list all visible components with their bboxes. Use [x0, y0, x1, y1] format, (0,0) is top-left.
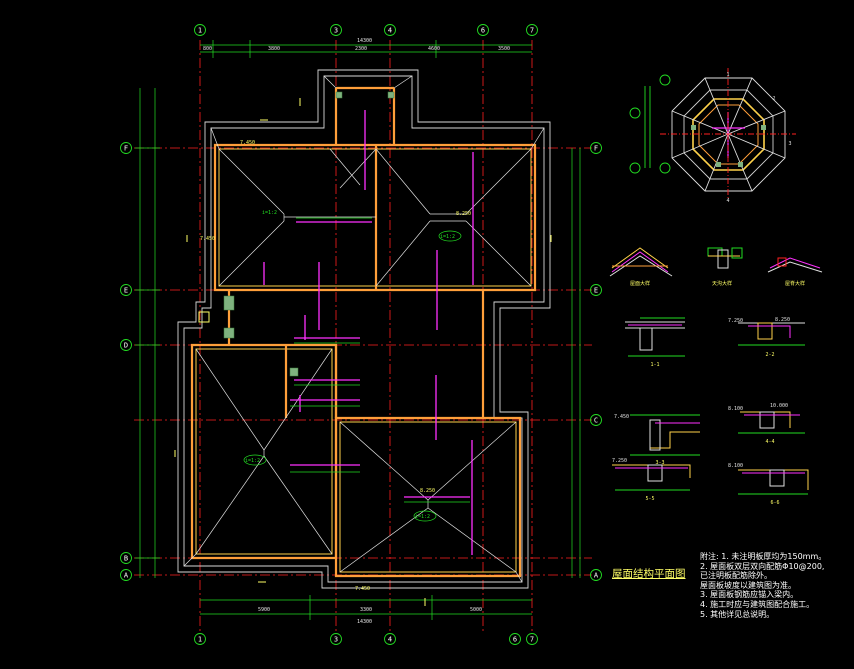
axis-label-left-d: D	[124, 342, 128, 350]
slope-mark-1: i=1:2	[440, 234, 455, 240]
section-label-3-3: 3-3	[655, 460, 664, 466]
dim-top-2: 3800	[268, 46, 280, 52]
dim-top-1: 800	[203, 46, 212, 52]
notes-block: 附注: 1. 未注明板厚均为150mm。 2. 屋面板双层双向配筋Φ10@200…	[700, 552, 854, 619]
note-line-7: 5. 其他详见总说明。	[700, 609, 775, 619]
note-line-2: 2. 屋面板双层双向配筋Φ10@200,	[700, 561, 825, 571]
plan-annotations: 7.450 7.450 8.250 8.250 7.450 i=1:2 i=1:…	[200, 140, 471, 592]
note-line-3: 已注明板配筋除外。	[700, 571, 772, 581]
axis-label-bottom-3: 3	[334, 636, 338, 644]
detail-label-3: 屋脊大样	[785, 280, 805, 287]
axis-label-left-e: E	[124, 287, 128, 295]
axis-label-top-6: 6	[481, 27, 485, 35]
axis-label-top-7: 7	[530, 27, 534, 35]
axis-label-bottom-7: 7	[530, 636, 534, 644]
axis-label-right-e: E	[594, 287, 598, 295]
dim-bottom-total: 14300	[357, 619, 372, 625]
detail-row-3	[612, 411, 809, 495]
section-elev-6: 8.100	[728, 463, 743, 469]
axis-label-right-f: F	[594, 145, 598, 153]
slope-mark-3: i=1:2	[415, 514, 430, 520]
axis-bubbles	[120, 24, 602, 645]
dimension-lines	[135, 40, 581, 620]
detail-row-1-labels: 屋面大样 天沟大样 屋脊大样	[630, 280, 805, 287]
section-elev-3: 7.450	[614, 414, 629, 420]
axis-label-top-1: 1	[198, 27, 202, 35]
slope-ellipses	[243, 230, 462, 522]
note-line-6: 4. 施工时应与建筑图配合施工。	[700, 599, 815, 609]
section-elev-7: 10.000	[770, 403, 788, 409]
octagon-detail	[629, 68, 796, 200]
slope-mark-2: i=1:2	[245, 458, 260, 464]
axis-label-bottom-4: 4	[388, 636, 392, 644]
axis-label-left-f: F	[124, 145, 128, 153]
hip-lines	[183, 75, 545, 583]
elev-label-5: 7.450	[355, 586, 370, 592]
detail-label-1: 屋面大样	[630, 280, 650, 287]
section-elev-5: 7.250	[612, 458, 627, 464]
section-label-5-5: 5-5	[645, 496, 654, 502]
section-elev-2: 8.250	[775, 317, 790, 323]
section-label-6-6: 6-6	[770, 500, 779, 506]
section-label-2-2: 2-2	[765, 352, 774, 358]
note-line-5: 3. 屋面板钢筋应锚入梁内。	[700, 590, 799, 600]
axis-label-left-b: B	[124, 555, 128, 563]
section-label-1-1: 1-1	[650, 362, 659, 368]
dim-bottom-3: 5000	[470, 607, 482, 613]
axis-label-right-c: C	[594, 417, 598, 425]
section-elev-1: 7.250	[728, 318, 743, 324]
detail-label-2: 天沟大样	[712, 280, 732, 287]
section-elevations: 7.250 8.250 7.450 8.100 7.250 8.100 10.0…	[612, 317, 790, 469]
octagon-axis-labels: 1 2 3 4	[726, 72, 791, 204]
elev-label-1: 7.450	[240, 140, 255, 146]
drawing-title: 屋面结构平面图	[612, 568, 686, 580]
columns	[223, 91, 395, 377]
detail-row-1	[609, 247, 823, 277]
octagon-axis-1: 1	[726, 72, 729, 78]
dim-top-total: 14300	[357, 38, 372, 44]
section-labels: 1-1 2-2 3-3 4-4 5-5 6-6	[645, 352, 779, 506]
dim-bottom-1: 5900	[258, 607, 270, 613]
note-line-1: 附注: 1. 未注明板厚均为150mm。	[700, 552, 827, 561]
dim-top-4: 4600	[428, 46, 440, 52]
axis-grid	[134, 40, 592, 632]
elev-label-2: 7.450	[200, 236, 215, 242]
dimension-texts: 800 3800 2300 4600 3500 14300 5900 3300 …	[203, 38, 510, 625]
axis-label-bottom-6: 6	[513, 636, 517, 644]
octagon-axis-2: 2	[772, 96, 775, 102]
note-line-4: 屋面板坡度以建筑图为准。	[700, 580, 796, 590]
axis-label-right-a: A	[594, 572, 599, 580]
axis-label-bottom-1: 1	[198, 636, 202, 644]
rebar-dims	[290, 217, 470, 503]
axis-label-top-3: 3	[334, 27, 338, 35]
section-elev-4: 8.100	[728, 406, 743, 412]
dim-top-3: 2300	[355, 46, 367, 52]
slope-mark-4: i=1:2	[262, 210, 277, 216]
elev-label-4: 8.250	[420, 488, 435, 494]
octagon-axis-4: 4	[726, 198, 729, 204]
dim-top-5: 3500	[498, 46, 510, 52]
axis-bubble-labels: 1 3 4 6 7 1 3 4 6 7 F E D B A F E C A	[124, 27, 599, 644]
axis-label-top-4: 4	[388, 27, 392, 35]
detail-row-2	[625, 317, 805, 357]
octagon-columns	[691, 125, 766, 167]
section-label-4-4: 4-4	[765, 439, 774, 445]
dim-bottom-2: 3300	[360, 607, 372, 613]
roof-beams	[190, 86, 537, 578]
rebar-lines	[263, 110, 474, 555]
octagon-axis-3: 3	[788, 141, 791, 147]
elev-label-3: 8.250	[456, 211, 471, 217]
axis-label-left-a: A	[124, 572, 129, 580]
tags	[174, 98, 552, 606]
